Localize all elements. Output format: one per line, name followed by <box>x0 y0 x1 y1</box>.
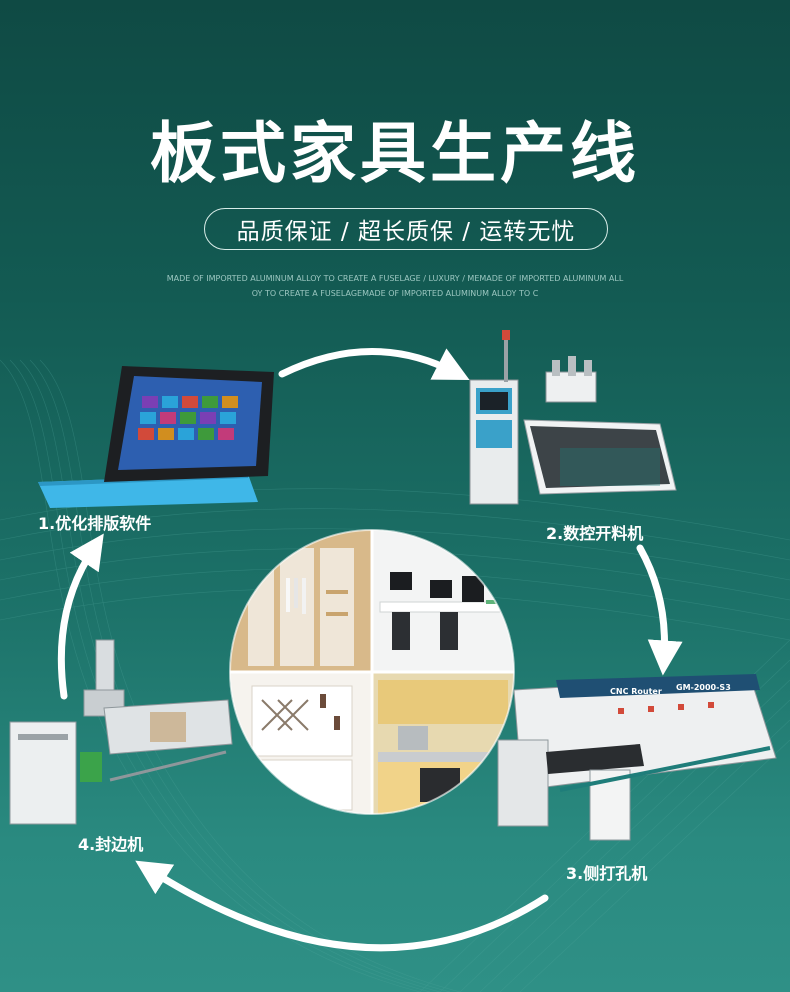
quality-pill: 品质保证 / 超长质保 / 运转无忧 <box>204 208 608 250</box>
wine-cabinet-image <box>230 672 372 814</box>
tablet-tiles <box>138 396 238 440</box>
step-2-label: 2.数控开料机 <box>546 524 644 543</box>
tablet-software-image <box>38 366 274 508</box>
arrow-3-to-4 <box>135 860 549 952</box>
furniture-collage <box>230 530 514 814</box>
step-3-label: 3.侧打孔机 <box>566 864 648 883</box>
edge-banding-machine-image <box>9 639 233 825</box>
cnc-router-plate: CNC Router <box>610 687 662 696</box>
arrow-4-to-1 <box>57 533 104 700</box>
step-1-label: 1.优化排版软件 <box>38 514 152 533</box>
cnc-cutting-machine-image <box>469 330 677 505</box>
fine-print-line-1: MADE OF IMPORTED ALUMINUM ALLOY TO CREAT… <box>166 274 624 283</box>
step-4-label: 4.封边机 <box>78 835 144 854</box>
side-drilling-machine-image: CNC Router GM-2000-S3 <box>497 674 777 841</box>
office-desk-image <box>372 530 514 672</box>
fine-print-line-2: OY TO CREATE A FUSELAGEMADE OF IMPORTED … <box>251 289 539 298</box>
arrow-1-to-2 <box>278 348 470 380</box>
wardrobe-image <box>230 530 372 672</box>
model-plate: GM-2000-S3 <box>676 683 731 692</box>
arrow-2-to-3 <box>636 544 683 676</box>
kitchen-image <box>372 672 514 814</box>
flow-arrows <box>57 348 683 952</box>
page-title: 板式家具生产线 <box>150 115 640 192</box>
